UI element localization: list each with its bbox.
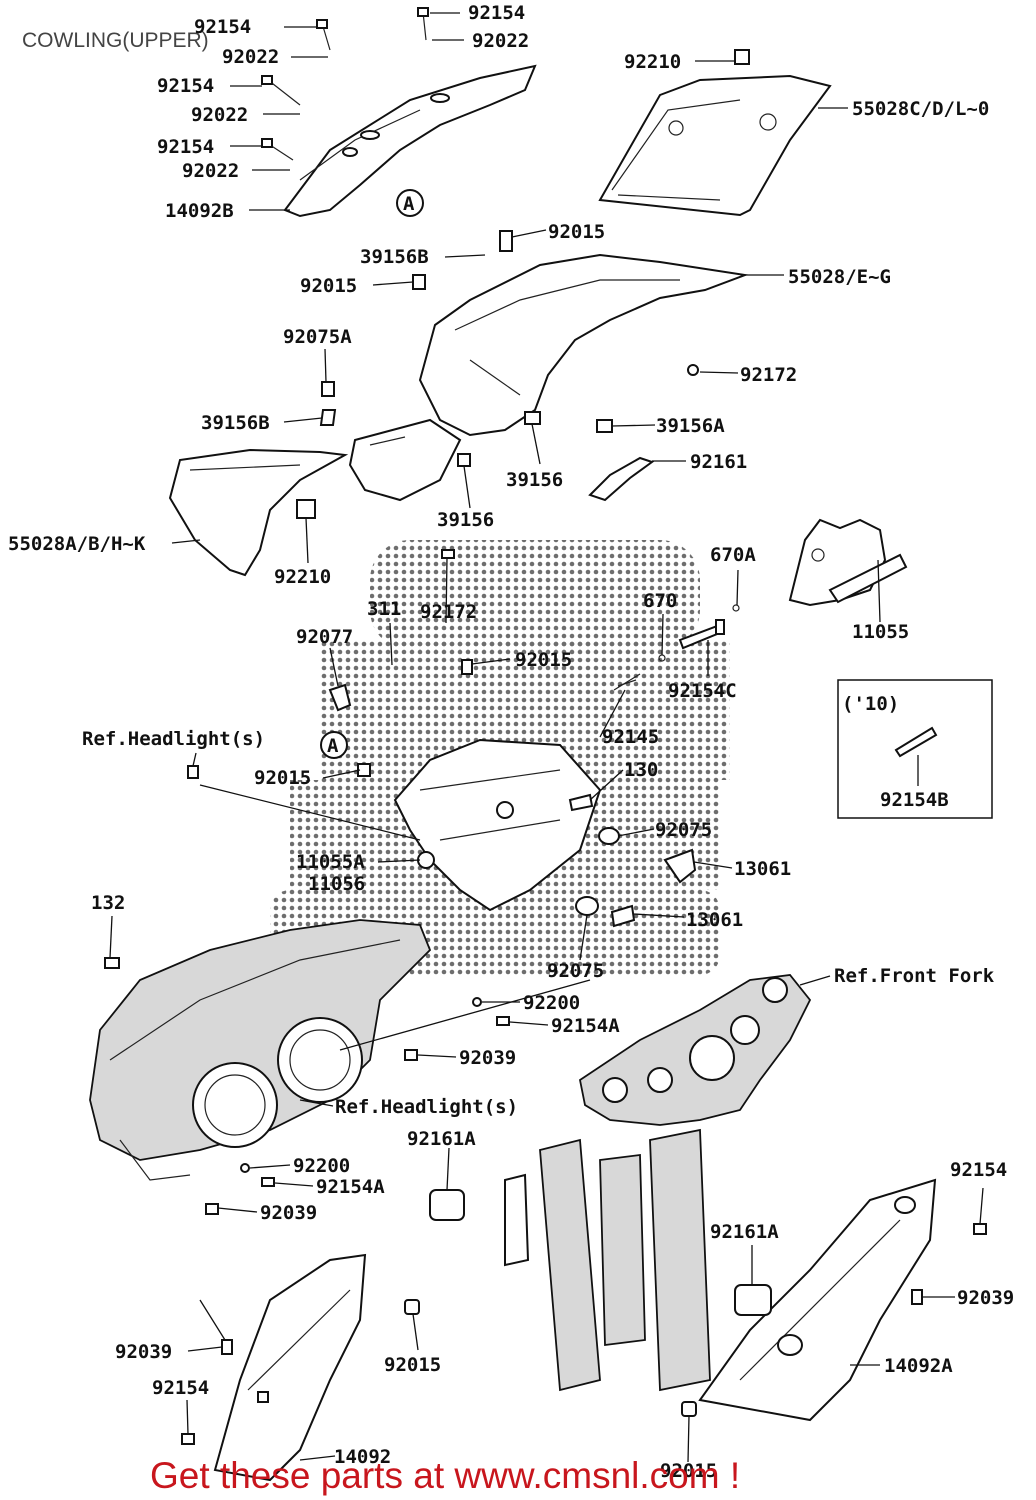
label-92154-b: 92154 [468, 2, 525, 24]
label-92154a-b: 92154A [316, 1176, 385, 1198]
year-variant-box [837, 679, 993, 819]
label-14092b: 14092B [165, 200, 234, 222]
label-92015-e: 92015 [384, 1354, 441, 1376]
label-132: 132 [91, 892, 125, 914]
label-92154c: 92154C [668, 680, 737, 702]
label-a-circle-1: A [403, 193, 415, 215]
label-670: 670 [643, 590, 677, 612]
stay-11055 [788, 518, 908, 607]
label-92145: 92145 [602, 726, 659, 748]
cover-14092 [181, 1189, 465, 1482]
label-92154-d: 92154 [157, 136, 214, 158]
label-39156b-b: 39156B [201, 412, 270, 434]
ref-circle-a-2 [320, 731, 348, 759]
label-39156-b: 39156 [437, 509, 494, 531]
bolt-92154c [613, 604, 740, 691]
label-92015-f: 92015 [660, 1460, 717, 1482]
label-670a: 670A [710, 544, 756, 566]
label-92022-b: 92022 [472, 30, 529, 52]
label-92039-d: 92039 [115, 1341, 172, 1363]
upper-cowling [348, 230, 749, 502]
label-55028a: 55028A/B/H~K [8, 533, 146, 555]
windscreen [598, 49, 832, 217]
label-92015-b: 92015 [300, 275, 357, 297]
label-130: 130 [624, 759, 658, 781]
label-92039-b: 92039 [260, 1202, 317, 1224]
center-bracket [187, 549, 697, 928]
label-92210-a: 92210 [624, 51, 681, 73]
label-92154-c: 92154 [157, 75, 214, 97]
label-11055a: 11055A [296, 851, 365, 873]
label-92077: 92077 [296, 626, 353, 648]
label-92200-b: 92200 [293, 1155, 350, 1177]
label-92154b: 92154B [880, 789, 949, 811]
label-92015-a: 92015 [548, 221, 605, 243]
label-55028c: 55028C/D/L~0 [852, 98, 989, 120]
screws-top [261, 7, 429, 161]
label-92039-c: 92039 [957, 1287, 1014, 1309]
label-92161: 92161 [690, 451, 747, 473]
label-92154-e: 92154 [950, 1159, 1007, 1181]
footer-watermark: Get these parts at www.cmsnl.com ! [150, 1455, 740, 1496]
label-11056: 11056 [308, 873, 365, 895]
label-92154-a: 92154 [194, 16, 251, 38]
label-92075-b: 92075 [547, 960, 604, 982]
ref-circle-a-1 [396, 189, 424, 217]
front-fork [504, 974, 812, 1392]
cover-14092b [283, 64, 537, 218]
label-92210-b: 92210 [274, 566, 331, 588]
side-panel-left [168, 381, 655, 577]
label-10: ('10) [842, 693, 899, 715]
label-39156a: 39156A [656, 415, 725, 437]
label-ref-front-fork: Ref.Front Fork [834, 965, 995, 987]
leader-lines [109, 12, 984, 1463]
label-92172-a: 92172 [740, 364, 797, 386]
label-92022-d: 92022 [182, 160, 239, 182]
label-92161a-a: 92161A [407, 1128, 476, 1150]
label-92039-a: 92039 [459, 1047, 516, 1069]
label-92015-d: 92015 [254, 767, 311, 789]
label-11055: 11055 [852, 621, 909, 643]
cover-14092a [681, 1178, 987, 1422]
label-39156-a: 39156 [506, 469, 563, 491]
label-92022-c: 92022 [191, 104, 248, 126]
label-14092: 14092 [334, 1446, 391, 1468]
label-a-circle-2: A [327, 735, 339, 757]
label-ref-headlight-b: Ref.Headlight(s) [335, 1096, 518, 1118]
label-92200-a: 92200 [523, 992, 580, 1014]
label-13061-b: 13061 [686, 909, 743, 931]
part-labels: 92154 92022 92154 92022 92154 92022 9215… [8, 2, 1014, 1482]
label-ref-headlight-a: Ref.Headlight(s) [82, 728, 265, 750]
label-92022-a: 92022 [222, 46, 279, 68]
label-92015-c: 92015 [515, 649, 572, 671]
label-55028: 55028/E~G [788, 266, 891, 288]
label-92075a: 92075A [283, 326, 352, 348]
headlight-assembly [89, 919, 510, 1215]
label-92161a-b: 92161A [710, 1221, 779, 1243]
diagram-title: COWLING(UPPER) [22, 29, 209, 52]
label-92172-b: 92172 [420, 601, 477, 623]
label-14092a: 14092A [884, 1355, 953, 1377]
label-13061-a: 13061 [734, 858, 791, 880]
label-92154-f: 92154 [152, 1377, 209, 1399]
label-311: 311 [367, 598, 401, 620]
label-92154a-a: 92154A [551, 1015, 620, 1037]
label-92075-a: 92075 [655, 819, 712, 841]
label-39156b-a: 39156B [360, 246, 429, 268]
